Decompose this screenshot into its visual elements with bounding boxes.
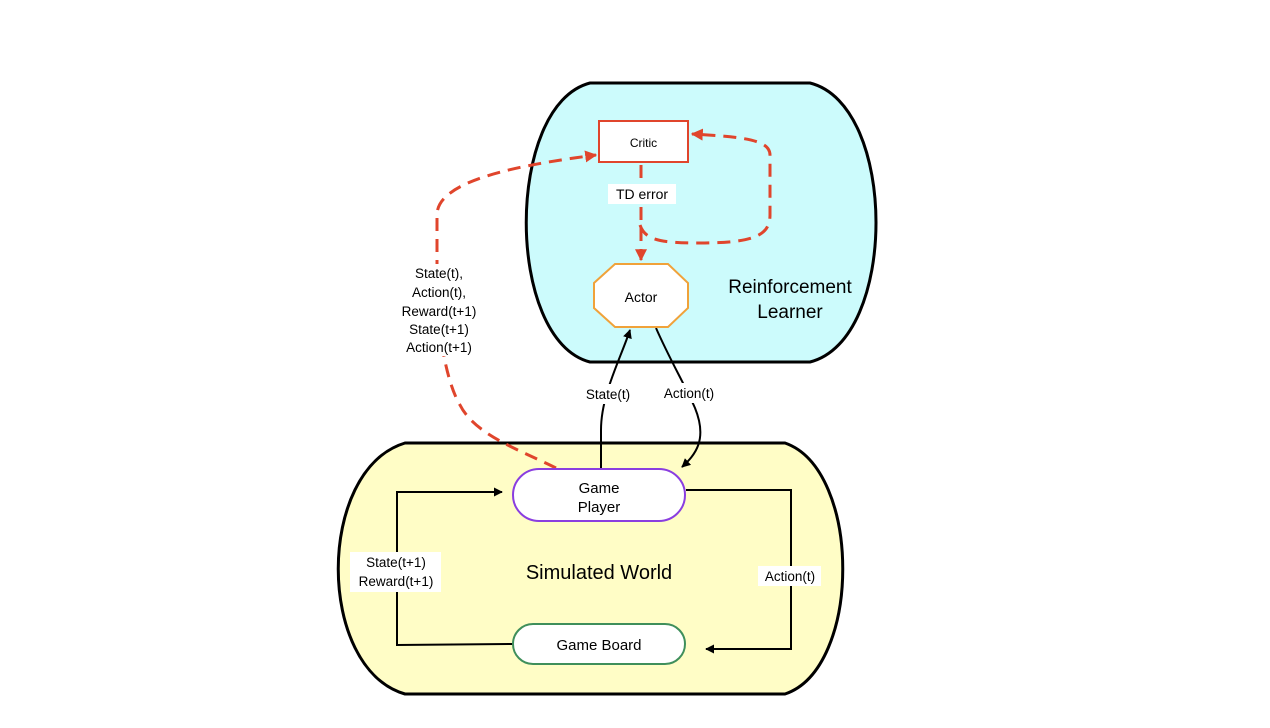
critic-input-label-2: Action(t), [412,285,466,300]
game-player-label-line1: Game [579,480,620,497]
critic-input-label-bg [396,264,482,356]
reinforcement-learner-label-line2: Learner [757,302,823,323]
td-error-label-bg [608,184,676,204]
state-to-actor-arrow [600,329,632,468]
critic-node [598,120,689,163]
critic-input-label-3: Reward(t+1) [402,304,477,319]
simulated-world-container [336,441,845,696]
game-player-node [512,468,686,522]
critic-input-label-4: State(t+1) [409,322,469,337]
action-from-actor-arrow [655,327,702,468]
reinforcement-learner-label-line1: Reinforcement [728,277,852,298]
action-to-board-label-bg [758,566,821,586]
actor-node [593,263,689,328]
game-board-node [512,623,686,665]
critic-label: Critic [630,136,657,150]
game-player-label-line2: Player [578,499,621,516]
reinforcement-learner-container [524,81,878,364]
action-to-board-label: Action(t) [765,569,815,584]
action-from-actor-label: Action(t) [664,386,714,401]
board-feedback-label-bg [350,552,441,592]
critic-input-label-5: Action(t+1) [406,340,472,355]
state-to-actor-label: State(t) [586,387,630,402]
action-from-actor-label-bg [658,383,720,403]
board-feedback-label-2: Reward(t+1) [359,574,434,589]
td-error-label: TD error [616,186,668,202]
board-feedback-label-1: State(t+1) [366,555,426,570]
critic-feedback-arrow [638,128,772,245]
actor-label: Actor [625,289,658,305]
critic-input-label-1: State(t), [415,266,463,281]
game-board-label: Game Board [556,637,641,654]
state-to-actor-label-bg [580,384,636,404]
simulated-world-label: Simulated World [526,562,672,584]
